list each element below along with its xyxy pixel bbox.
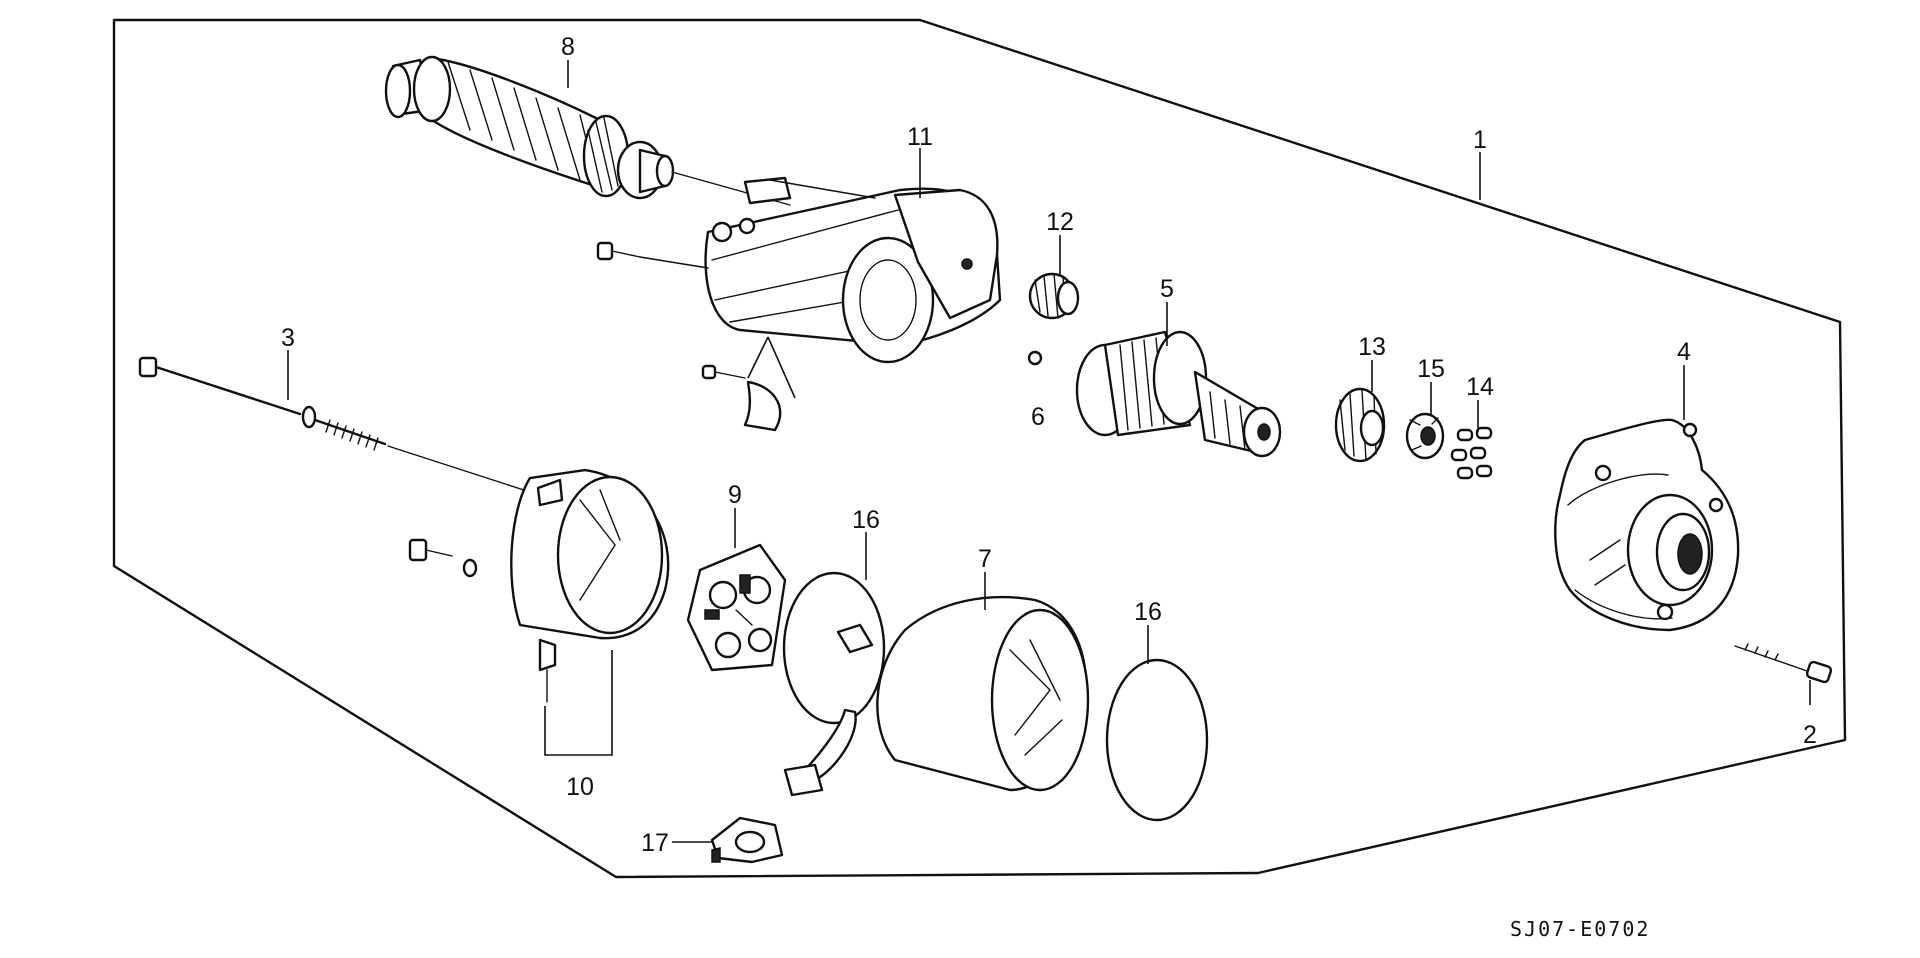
callout-17: 17 (641, 829, 669, 857)
grommet-part-17 (710, 816, 784, 864)
callout-16-front: 16 (852, 506, 880, 534)
callout-12: 12 (1046, 208, 1074, 236)
brush-holder-part-9 (686, 543, 787, 672)
idler-gear-part-12 (1028, 272, 1080, 320)
callout-7: 7 (978, 545, 992, 573)
leader-lines (287, 60, 1811, 843)
callout-8: 8 (561, 33, 575, 61)
callout-4: 4 (1677, 338, 1691, 366)
callout-16-rear: 16 (1134, 598, 1162, 626)
end-housing-part-4 (1554, 418, 1740, 632)
end-frame-part-10 (408, 468, 670, 756)
rollers-part-14 (1450, 426, 1493, 480)
callout-10: 10 (566, 773, 594, 801)
callout-labels: 8 1 11 12 5 3 6 13 15 14 4 9 16 7 16 2 1… (281, 33, 1817, 857)
o-ring-part-16-rear (1105, 658, 1209, 822)
long-bolt-part-3 (138, 356, 531, 493)
pinion-gear-part-13 (1334, 387, 1386, 463)
callout-2: 2 (1803, 721, 1817, 749)
o-ring-part-16-front (782, 571, 886, 725)
callout-13: 13 (1358, 333, 1386, 361)
callout-5: 5 (1160, 275, 1174, 303)
retainer-part-15 (1405, 412, 1445, 460)
callout-6: 6 (1031, 403, 1045, 431)
assembly-boundary (112, 18, 1847, 879)
callout-1: 1 (1473, 126, 1487, 154)
overrunning-clutch-part-5 (1075, 330, 1282, 458)
callout-11: 11 (907, 123, 933, 151)
callout-9: 9 (728, 481, 742, 509)
diagram-code: SJ07-E0702 (1510, 917, 1650, 941)
callout-3: 3 (281, 324, 295, 352)
armature-part-8 (384, 55, 791, 206)
callout-15: 15 (1417, 355, 1445, 383)
through-bolt-part-2 (1734, 643, 1833, 684)
yoke-part-7 (783, 595, 1090, 797)
steel-ball-part-6 (1027, 350, 1043, 366)
gear-housing-part-11 (596, 176, 1002, 432)
callout-14: 14 (1466, 373, 1494, 401)
